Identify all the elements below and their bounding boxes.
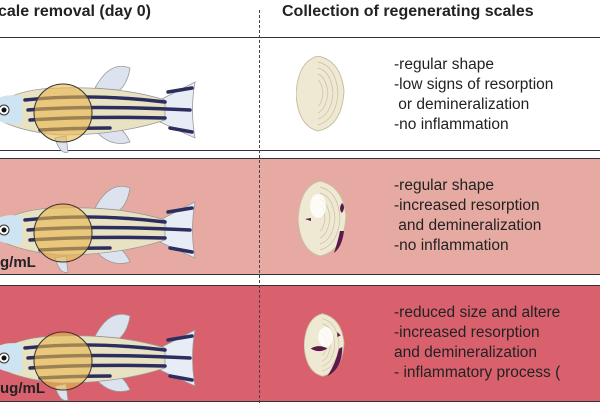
scale-illustration-control bbox=[296, 56, 345, 132]
description-line: -regular shape bbox=[394, 56, 494, 73]
description-line: or demineralization bbox=[394, 96, 530, 113]
description-line: and demineralization bbox=[394, 344, 538, 361]
fish-illustration-control bbox=[0, 64, 197, 155]
description-line: -low signs of resorption bbox=[394, 76, 554, 93]
column-divider bbox=[259, 10, 260, 403]
header-left: cale removal (day 0) bbox=[0, 3, 151, 20]
concentration-label-high-dose: ug/mL bbox=[0, 380, 45, 397]
description-control: -regular shape -low signs of resorption … bbox=[394, 55, 553, 135]
scale-illustration-low-dose bbox=[298, 180, 347, 257]
description-line: -no inflammation bbox=[394, 116, 509, 133]
concentration-label-low-dose: g/mL bbox=[0, 254, 36, 271]
description-line: and demineralization bbox=[394, 217, 542, 234]
description-low-dose: -regular shape -increased resorption and… bbox=[394, 176, 541, 256]
scale-illustration-high-dose bbox=[304, 313, 345, 377]
description-line: -increased resorption bbox=[394, 197, 540, 214]
description-line: - inflammatory process ( bbox=[394, 364, 561, 381]
description-line: -no inflammation bbox=[394, 237, 509, 254]
header-divider bbox=[0, 37, 600, 39]
description-line: -reduced size and altere bbox=[394, 304, 561, 321]
description-high-dose: -reduced size and altere -increased reso… bbox=[394, 303, 560, 383]
description-line: -regular shape bbox=[394, 177, 494, 194]
description-line: -increased resorption bbox=[394, 324, 540, 341]
header-right: Collection of regenerating scales bbox=[282, 3, 534, 20]
